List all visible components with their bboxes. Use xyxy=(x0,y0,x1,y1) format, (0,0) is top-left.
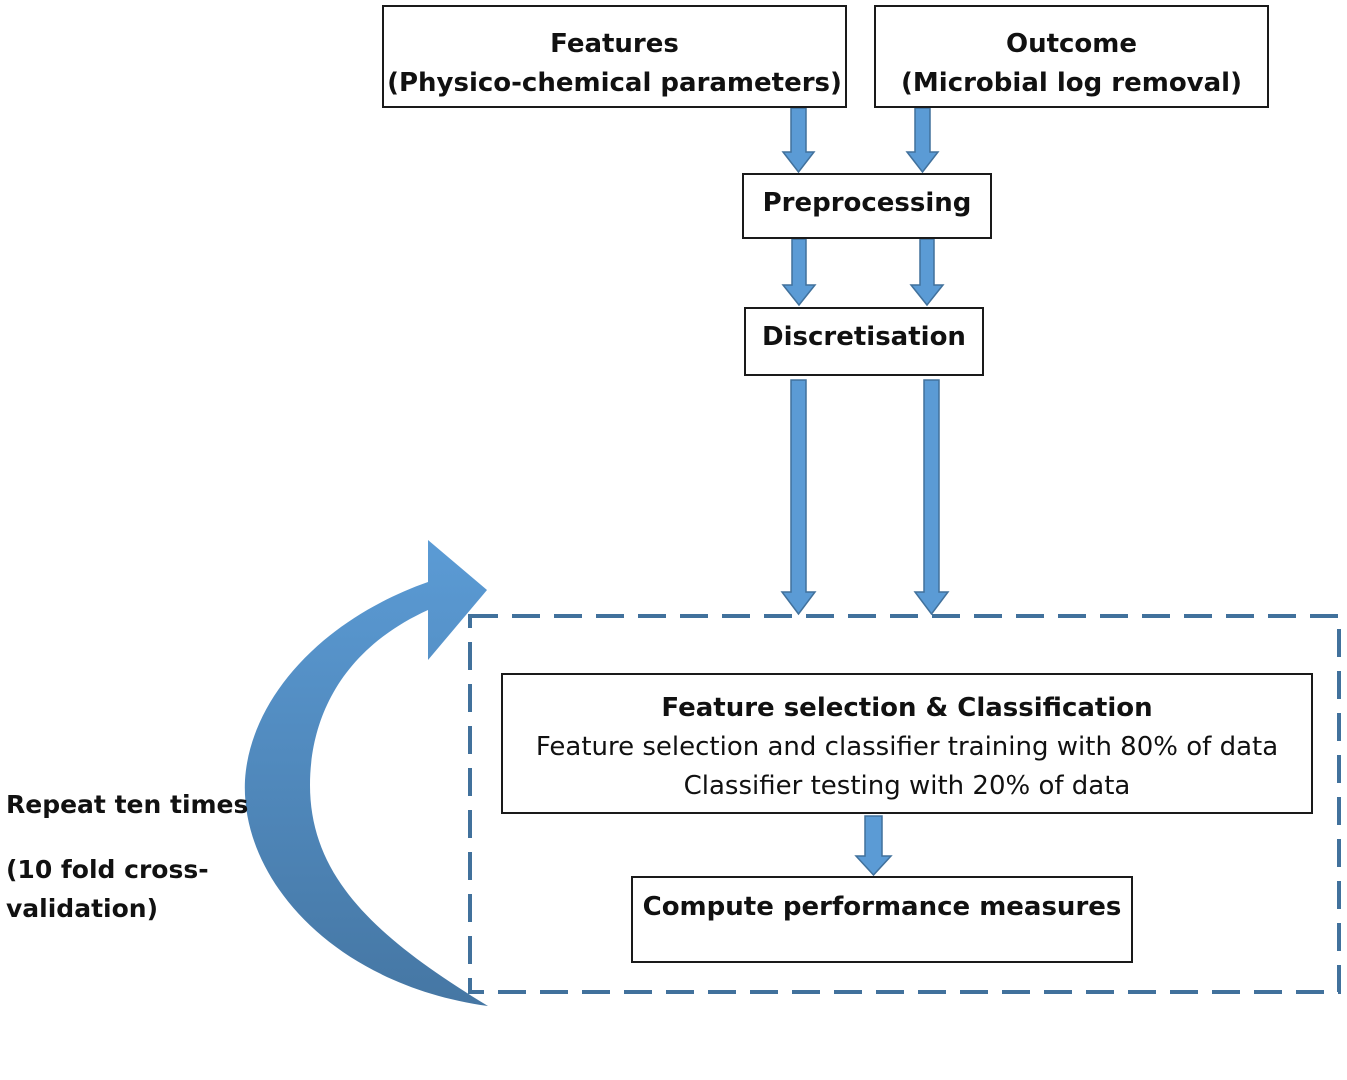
outcome-title: Outcome xyxy=(1005,29,1138,59)
arrow-discretisation-to-loop-right xyxy=(913,379,950,616)
features-node: Features (Physico-chemical parameters) xyxy=(382,5,847,108)
discretisation-node: Discretisation xyxy=(744,307,984,376)
fsc-training-line: Feature selection and classifier trainin… xyxy=(535,732,1279,762)
repeat-loop-curved-arrow xyxy=(244,540,488,1076)
discretisation-title: Discretisation xyxy=(762,322,966,352)
repeat-label: Repeat ten times xyxy=(6,790,249,819)
arrow-preprocessing-to-discretisation-left xyxy=(781,238,817,307)
preprocessing-title: Preprocessing xyxy=(762,188,972,218)
arrow-outcome-to-preprocessing xyxy=(905,107,940,174)
arrow-discretisation-to-loop-left xyxy=(780,379,817,616)
fsc-testing-line: Classifier testing with 20% of data xyxy=(683,771,1131,801)
arrow-preprocessing-to-discretisation-right xyxy=(909,238,945,307)
features-title: Features xyxy=(550,29,679,59)
outcome-node: Outcome (Microbial log removal) xyxy=(874,5,1269,108)
cross-validation-note-line1: (10 fold cross- xyxy=(6,855,209,884)
compute-performance-title: Compute performance measures xyxy=(642,892,1122,922)
cross-validation-loop-container xyxy=(468,614,1341,994)
cross-validation-note: (10 fold cross- validation) xyxy=(6,850,209,928)
preprocessing-node: Preprocessing xyxy=(742,173,992,239)
compute-performance-node: Compute performance measures xyxy=(631,876,1133,963)
arrow-features-to-preprocessing xyxy=(781,107,816,174)
cross-validation-note-line2: validation) xyxy=(6,894,158,923)
outcome-subtitle: (Microbial log removal) xyxy=(901,68,1242,98)
features-subtitle: (Physico-chemical parameters) xyxy=(387,68,842,98)
arrow-classification-to-performance xyxy=(854,815,893,877)
feature-selection-classification-node: Feature selection & Classification Featu… xyxy=(501,673,1313,814)
fsc-title: Feature selection & Classification xyxy=(661,693,1153,723)
